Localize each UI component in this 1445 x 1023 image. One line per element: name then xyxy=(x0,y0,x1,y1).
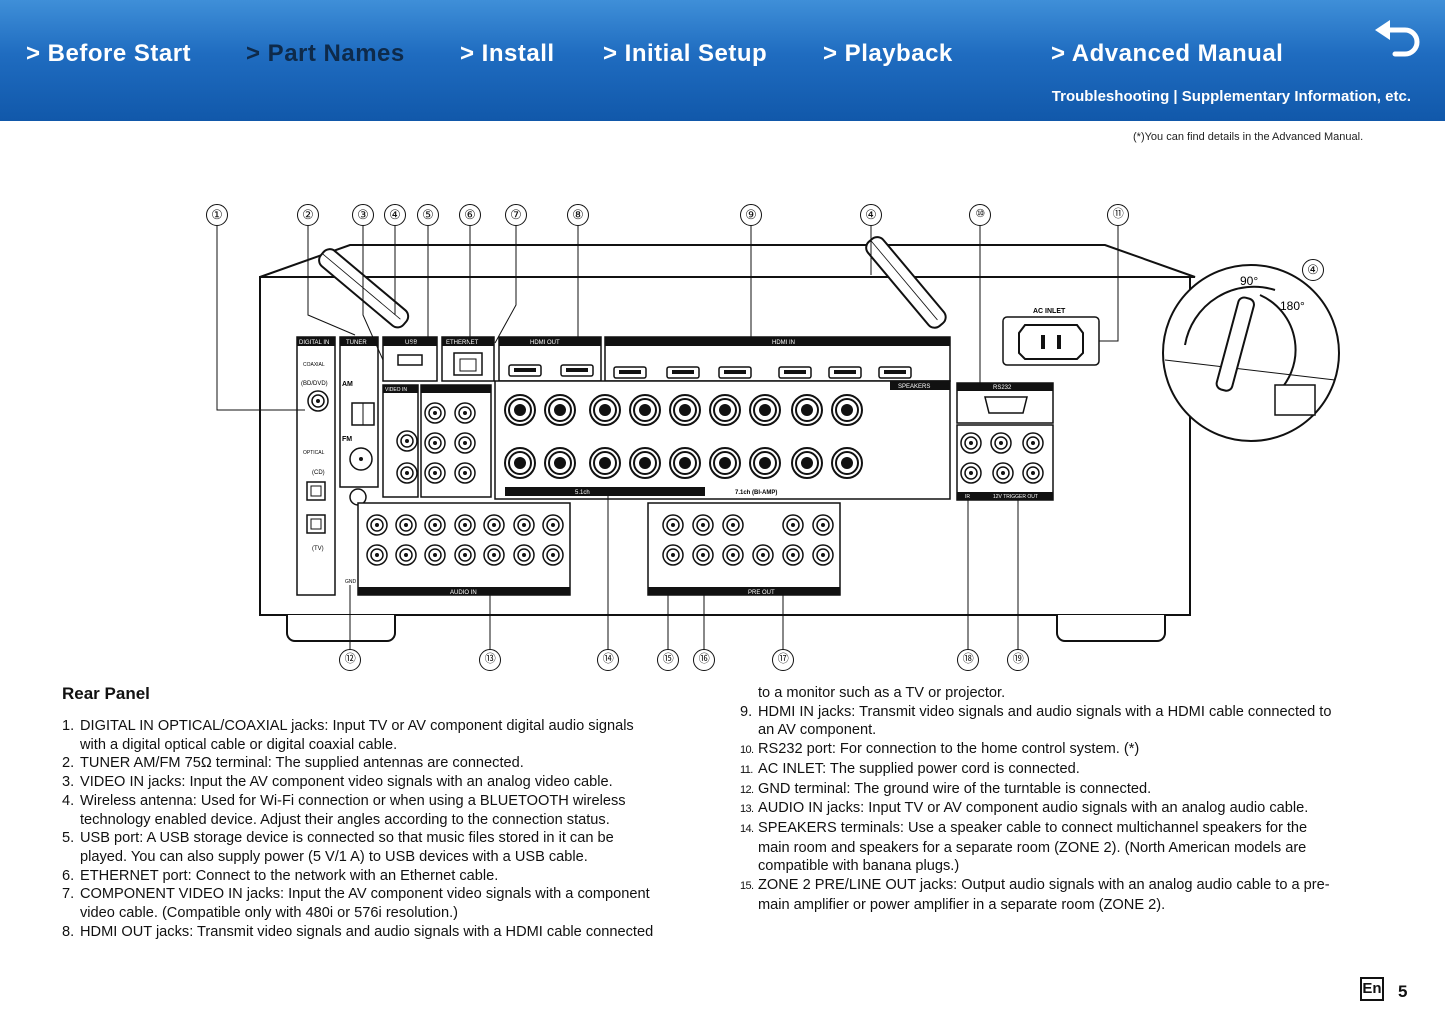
nav-troubleshooting-link[interactable]: Troubleshooting | Supplementary Informat… xyxy=(1051,88,1411,105)
callout-8: ⑧ xyxy=(567,204,589,226)
list-item: 9.HDMI IN jacks: Transmit video signals … xyxy=(740,703,1332,720)
svg-text:HDMI IN: HDMI IN xyxy=(772,340,795,346)
callout-4a: ④ xyxy=(384,204,406,226)
svg-text:HDMI OUT: HDMI OUT xyxy=(530,340,560,346)
svg-text:AC INLET: AC INLET xyxy=(1033,308,1066,315)
svg-text:(BD/DVD): (BD/DVD) xyxy=(301,381,328,387)
list-item: 3.VIDEO IN jacks: Input the AV component… xyxy=(62,774,613,791)
nav-install[interactable]: > Install xyxy=(460,40,555,67)
callout-14: ⑭ xyxy=(597,649,619,671)
callout-3: ③ xyxy=(352,204,374,226)
nav-before-start[interactable]: > Before Start xyxy=(26,40,192,67)
svg-text:OPTICAL: OPTICAL xyxy=(303,450,325,456)
receiver-rear-illustration: DIGITAL IN COAXIAL (BD/DVD) OPTICAL (CD)… xyxy=(216,226,1340,655)
svg-text:7.1ch (BI-AMP): 7.1ch (BI-AMP) xyxy=(735,490,777,496)
list-item: 2.TUNER AM/FM 75Ω terminal: The supplied… xyxy=(62,755,524,772)
svg-text:ETHERNET: ETHERNET xyxy=(446,340,479,346)
list-item: 7.COMPONENT VIDEO IN jacks: Input the AV… xyxy=(62,886,650,903)
callout-15: ⑮ xyxy=(657,649,679,671)
svg-text:AUDIO IN: AUDIO IN xyxy=(450,590,477,596)
callout-13: ⑬ xyxy=(479,649,501,671)
callout-10: ⑩ xyxy=(969,204,991,226)
list-item: 5.USB port: A USB storage device is conn… xyxy=(62,830,614,847)
list-item: 1.DIGITAL IN OPTICAL/COAXIAL jacks: Inpu… xyxy=(62,718,634,734)
page-number: 5 xyxy=(1398,982,1408,1001)
svg-text:COAXIAL: COAXIAL xyxy=(303,362,325,368)
svg-text:FM: FM xyxy=(342,436,352,443)
description-list-left: 1.DIGITAL IN OPTICAL/COAXIAL jacks: Inpu… xyxy=(62,717,712,941)
list-item: 10.RS232 port: For connection to the hom… xyxy=(740,741,1140,758)
svg-text:AM: AM xyxy=(342,381,353,388)
callout-19: ⑲ xyxy=(1007,649,1029,671)
callout-2: ② xyxy=(297,204,319,226)
callout-11: ⑪ xyxy=(1107,204,1129,226)
list-item: 12.GND terminal: The ground wire of the … xyxy=(740,780,1152,797)
svg-text:VIDEO IN: VIDEO IN xyxy=(385,387,407,393)
nav-initial-setup[interactable]: > Initial Setup xyxy=(603,40,768,67)
callout-16: ⑯ xyxy=(693,649,715,671)
list-item: 13.AUDIO IN jacks: Input TV or AV compon… xyxy=(740,800,1309,817)
callout-1: ① xyxy=(206,204,228,226)
svg-text:DIGITAL IN: DIGITAL IN xyxy=(299,340,329,346)
svg-text:GND: GND xyxy=(345,579,357,585)
svg-text:90°: 90° xyxy=(1240,274,1258,288)
callout-inset-4: ④ xyxy=(1302,259,1324,281)
callout-12: ⑫ xyxy=(339,649,361,671)
list-item: 15.ZONE 2 PRE/LINE OUT jacks: Output aud… xyxy=(740,877,1330,894)
svg-text:PRE OUT: PRE OUT xyxy=(748,590,775,596)
list-item: 11.AC INLET: The supplied power cord is … xyxy=(740,760,1080,777)
description-list-right: to a monitor such as a TV or projector. … xyxy=(740,684,1390,914)
section-title-rear-panel: Rear Panel xyxy=(62,684,150,703)
svg-text:180°: 180° xyxy=(1280,299,1305,313)
nav-part-names[interactable]: > Part Names xyxy=(246,40,405,67)
callout-9: ⑨ xyxy=(740,204,762,226)
nav-playback[interactable]: > Playback xyxy=(823,40,953,67)
list-item: 4.Wireless antenna: Used for Wi-Fi conne… xyxy=(62,792,626,809)
rear-panel-diagram: DIGITAL IN COAXIAL (BD/DVD) OPTICAL (CD)… xyxy=(195,195,1345,675)
callout-5: ⑤ xyxy=(417,204,439,226)
svg-text:IR: IR xyxy=(965,494,970,500)
callout-7: ⑦ xyxy=(505,204,527,226)
svg-text:12V TRIGGER OUT: 12V TRIGGER OUT xyxy=(993,494,1038,500)
top-navigation-bar: > Before Start > Part Names > Install > … xyxy=(0,0,1445,121)
list-item: 6.ETHERNET port: Connect to the network … xyxy=(62,867,499,884)
callout-6: ⑥ xyxy=(459,204,481,226)
callout-17: ⑰ xyxy=(772,649,794,671)
callout-18: ⑱ xyxy=(957,649,979,671)
svg-text:5.1ch: 5.1ch xyxy=(575,490,590,496)
list-item: 14.SPEAKERS terminals: Use a speaker cab… xyxy=(740,819,1308,836)
callout-4b: ④ xyxy=(860,204,882,226)
svg-text:(TV): (TV) xyxy=(312,546,324,552)
svg-text:(CD): (CD) xyxy=(312,470,325,476)
list-item: 8.HDMI OUT jacks: Transmit video signals… xyxy=(62,923,654,940)
language-badge: En xyxy=(1360,977,1384,1001)
svg-text:RS232: RS232 xyxy=(993,385,1012,391)
svg-text:TUNER: TUNER xyxy=(346,340,367,346)
advanced-manual-note: (*)You can find details in the Advanced … xyxy=(1133,131,1364,143)
back-arrow-icon[interactable] xyxy=(1373,18,1423,62)
svg-text:SPEAKERS: SPEAKERS xyxy=(898,384,930,390)
nav-advanced-manual[interactable]: > Advanced Manual xyxy=(1051,40,1284,67)
